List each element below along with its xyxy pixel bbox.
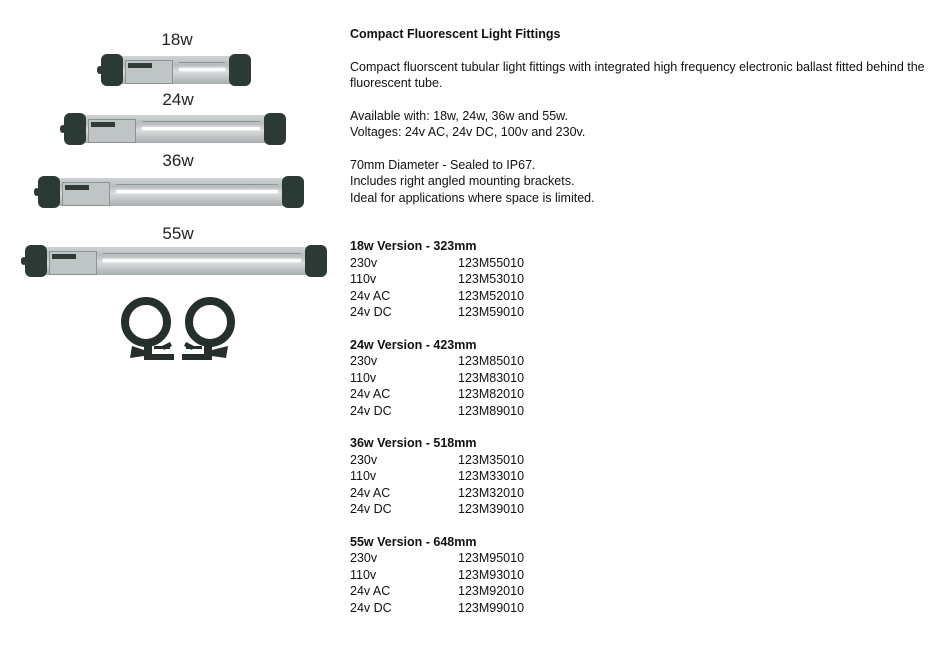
label-36w: 36w [162, 151, 194, 170]
voltage: 24v AC [350, 584, 391, 598]
table-row: 230v 123M35010 [350, 452, 930, 469]
voltage: 24v DC [350, 305, 392, 319]
table-row: 110v 123M33010 [350, 468, 930, 485]
part-code: 123M82010 [458, 387, 525, 401]
table-row: 24v DC 123M89010 [350, 403, 930, 420]
table-row: 24v AC 123M92010 [350, 583, 930, 600]
ideal-text: Ideal for applications where space is li… [350, 190, 595, 205]
voltages-text: Voltages: 24v AC, 24v DC, 100v and 230v. [350, 125, 586, 139]
version-18w: 18w Version - 323mm 230v 123M55010 110v 12… [350, 238, 930, 321]
voltage: 24v DC [350, 502, 392, 516]
table-row: 230v 123M85010 [350, 353, 930, 370]
table-row: 230v 123M95010 [350, 550, 930, 567]
version-heading: 36w Version - 518mm [350, 436, 477, 450]
table-row: 230v 123M55010 [350, 255, 930, 272]
version-heading: 18w Version - 323mm [350, 239, 477, 253]
voltage: 110v [350, 272, 377, 286]
table-row: 24v AC 123M82010 [350, 386, 930, 403]
product-description: Compact Fluorescent Light Fittings Compa… [350, 26, 930, 632]
page-title: Compact Fluorescent Light Fittings [350, 27, 561, 41]
part-code: 123M89010 [458, 403, 525, 418]
voltage: 110v [350, 370, 377, 385]
part-code: 123M93010 [458, 567, 525, 582]
part-code: 123M95010 [458, 551, 525, 565]
voltage: 24v AC [350, 288, 391, 303]
table-row: 110v 123M53010 [350, 271, 930, 288]
tube-18w-image [97, 54, 251, 86]
voltage: 110v [350, 567, 377, 582]
voltage: 230v [350, 452, 378, 467]
tube-55w-image [21, 245, 327, 277]
table-row: 24v AC 123M32010 [350, 485, 930, 502]
table-row: 24v AC 123M52010 [350, 288, 930, 305]
part-code: 123M85010 [458, 354, 525, 368]
intro-line-2: fluorescent tube. [350, 76, 443, 90]
voltage: 230v [350, 354, 378, 368]
product-images: 18w 24w 36w 55w [0, 0, 340, 652]
voltage: 230v [350, 255, 378, 270]
tube-36w-image [34, 176, 304, 208]
intro-line-1: Compact fluorscent tubular light fitting… [350, 59, 925, 74]
voltage: 24v DC [350, 600, 392, 615]
voltage: 110v [350, 469, 377, 483]
part-code: 123M99010 [458, 600, 525, 615]
voltage: 24v AC [350, 387, 391, 401]
version-heading: 55w Version - 648mm [350, 534, 477, 549]
part-code: 123M59010 [458, 305, 525, 319]
version-heading: 24w Version - 423mm [350, 337, 477, 352]
table-row: 24v DC 123M39010 [350, 501, 930, 518]
intro-paragraph: Compact fluorscent tubular light fitting… [350, 59, 930, 92]
part-code: 123M53010 [458, 272, 525, 286]
table-row: 24v DC 123M59010 [350, 304, 930, 321]
diameter-text: 70mm Diameter - Sealed to IP67. [350, 157, 536, 172]
label-24w: 24w [162, 90, 194, 109]
part-code: 123M32010 [458, 485, 525, 500]
tube-24w-image [60, 113, 286, 145]
part-code: 123M55010 [458, 255, 525, 270]
voltage: 24v AC [350, 485, 391, 500]
table-row: 24v DC 123M99010 [350, 600, 930, 617]
part-code: 123M39010 [458, 502, 525, 516]
availability-paragraph: Available with: 18w, 24w, 36w and 55w. V… [350, 108, 930, 141]
part-code: 123M33010 [458, 469, 525, 483]
voltage: 230v [350, 551, 378, 565]
part-code: 123M92010 [458, 584, 525, 598]
voltage: 24v DC [350, 403, 392, 418]
mounting-brackets-image [121, 297, 235, 360]
available-text: Available with: 18w, 24w, 36w and 55w. [350, 108, 568, 123]
version-55w: 55w Version - 648mm 230v 123M95010 110v 12… [350, 534, 930, 617]
version-24w: 24w Version - 423mm 230v 123M85010 110v 12… [350, 337, 930, 420]
part-code: 123M35010 [458, 452, 525, 467]
features-paragraph: 70mm Diameter - Sealed to IP67. Includes… [350, 157, 930, 207]
table-row: 110v 123M93010 [350, 567, 930, 584]
version-36w: 36w Version - 518mm 230v 123M35010 110v 12… [350, 435, 930, 518]
label-18w: 18w [161, 30, 193, 49]
table-row: 110v 123M83010 [350, 370, 930, 387]
brackets-text: Includes right angled mounting brackets. [350, 174, 575, 188]
part-code: 123M52010 [458, 288, 525, 303]
label-55w: 55w [162, 224, 194, 243]
part-code: 123M83010 [458, 370, 525, 385]
